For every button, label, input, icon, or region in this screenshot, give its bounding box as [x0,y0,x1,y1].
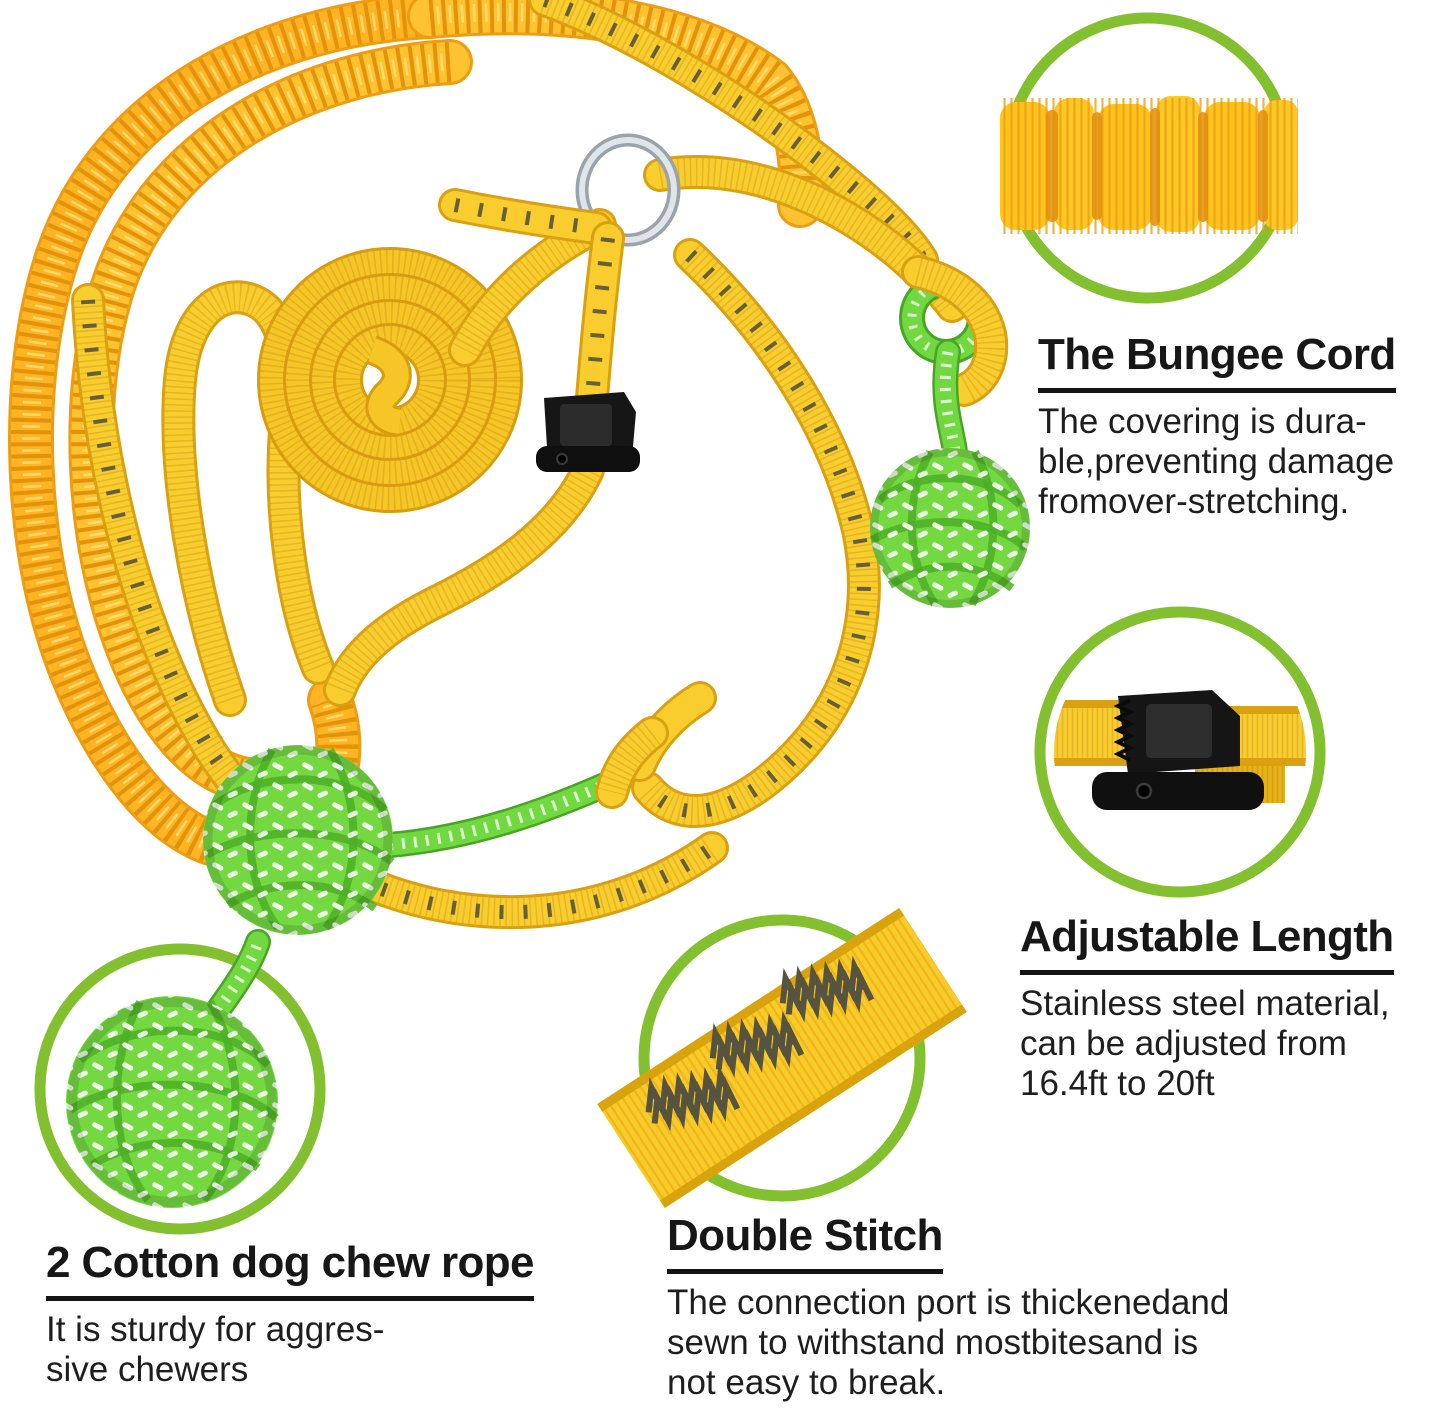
callout-adjustable-title: Adjustable Length [1020,913,1394,975]
rope-ball-right [869,255,1030,608]
callout-bungee-body: The covering is dura- ble,preventing dam… [1038,401,1395,521]
d-ring [575,133,681,247]
cam-buckle-small [536,392,640,472]
callout-rope-title: 2 Cotton dog chew rope [46,1239,535,1301]
stitched-webbing-right-band [631,238,881,828]
callout-double-stitch: Double Stitch The connection port is thi… [667,1212,1367,1403]
double-stitch-closeup [597,907,967,1209]
stitched-webbing-top-band [528,0,939,277]
callout-bungee-title: The Bungee Cord [1038,331,1396,393]
rope-ball-left [203,681,717,935]
rope-ball-closeup-circle [34,929,326,1235]
callout-bungee-cord: The Bungee Cord The covering is dura- bl… [1038,331,1438,522]
bungee-cord-closeup [1000,96,1298,234]
webbing-handle-loop [161,280,335,717]
callout-stitch-body: The connection port is thickenedand sewn… [667,1282,1230,1402]
callout-stitch-title: Double Stitch [667,1212,943,1274]
cam-buckle-closeup [1054,690,1306,810]
callout-rope-body: It is sturdy for aggres- sive chewers [46,1309,385,1389]
webbing-coil [257,247,523,513]
harness-straps [323,188,625,707]
rope-ball-closeup [66,929,279,1208]
cam-buckle-closeup-circle [1034,606,1326,898]
callout-chew-rope: 2 Cotton dog chew rope It is sturdy for … [46,1239,606,1390]
callout-adjustable-length: Adjustable Length Stainless steel materi… [1020,913,1445,1104]
callout-adjustable-body: Stainless steel material, can be adjuste… [1020,983,1390,1103]
double-stitch-closeup-circle [597,907,967,1209]
bungee-cord-closeup-circle [1000,12,1298,304]
